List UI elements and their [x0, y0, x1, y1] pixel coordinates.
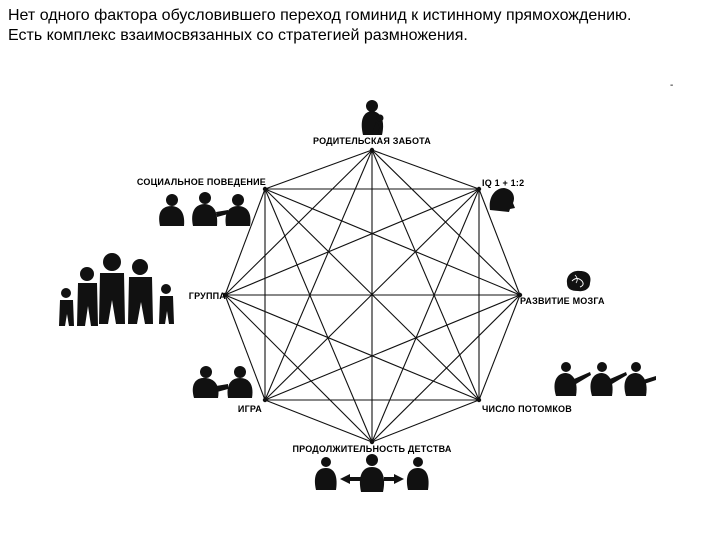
edge-parental-care-social [264, 149, 373, 190]
edge-offspring-group [224, 294, 480, 401]
grooming-figures-icon [159, 192, 251, 226]
label-brain: РАЗВИТИЕ МОЗГА [520, 296, 605, 306]
edge-parental-care-iq [371, 149, 480, 190]
slide-title: Нет одного фактора обусловившего переход… [8, 6, 720, 46]
edge-childhood-social [264, 188, 373, 443]
vertex-play [262, 397, 268, 403]
vertex-markers [222, 147, 523, 445]
edge-childhood-play [264, 399, 373, 443]
edge-brain-offspring [478, 294, 521, 401]
child-growth-icon [314, 454, 429, 492]
edge-brain-play [264, 294, 521, 401]
edge-childhood-group [224, 294, 373, 443]
mothers-with-infants-icon [554, 362, 656, 396]
label-offspring: ЧИСЛО ПОТОМКОВ [482, 404, 572, 414]
vertex-brain [517, 292, 523, 298]
label-play: ИГРА [238, 404, 262, 414]
group-of-hominids-icon [59, 253, 174, 326]
connection-lines [224, 149, 521, 443]
vertex-group [222, 292, 228, 298]
head-profile-icon [489, 188, 515, 212]
label-iq: IQ 1 + 1:2 [482, 178, 524, 188]
vertex-childhood [369, 439, 375, 445]
corner-mark: - [670, 80, 674, 91]
edge-group-social [224, 188, 266, 296]
playing-figures-icon [192, 366, 253, 398]
edge-parental-care-brain [371, 149, 521, 296]
vertex-iq [476, 186, 482, 192]
edge-parental-care-offspring [371, 149, 480, 401]
label-social: СОЦИАЛЬНОЕ ПОВЕДЕНИЕ [137, 177, 266, 187]
vertex-offspring [476, 397, 482, 403]
edge-parental-care-play [264, 149, 373, 401]
edge-brain-social [264, 188, 521, 296]
edge-play-group [224, 294, 266, 401]
edge-offspring-social [264, 188, 480, 401]
parent-with-child-icon [361, 100, 384, 135]
edge-iq-group [224, 188, 480, 296]
label-childhood: ПРОДОЛЖИТЕЛЬНОСТЬ ДЕТСТВА [292, 444, 451, 454]
label-parental-care: РОДИТЕЛЬСКАЯ ЗАБОТА [313, 136, 431, 146]
edge-iq-brain [478, 188, 521, 296]
edge-offspring-childhood [371, 399, 480, 443]
title-line-2: Есть комплекс взаимосвязанных со стратег… [8, 27, 468, 44]
brain-icon [566, 270, 591, 292]
vertex-parental-care [369, 147, 375, 153]
edge-brain-childhood [371, 294, 521, 443]
vertex-social [262, 186, 268, 192]
label-group: ГРУППА [189, 291, 227, 301]
title-line-1: Нет одного фактора обусловившего переход… [8, 7, 632, 24]
